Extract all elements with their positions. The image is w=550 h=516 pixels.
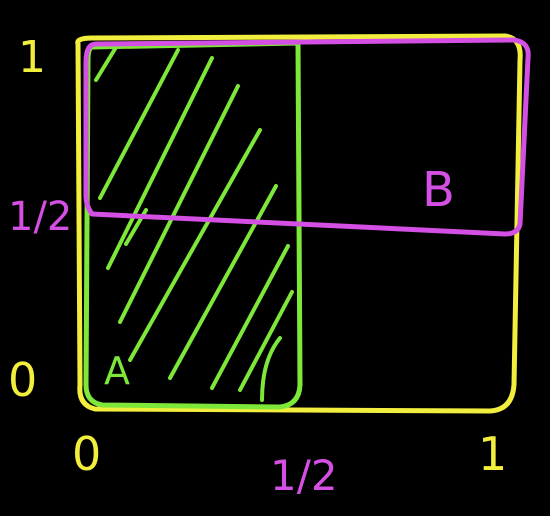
x-axis-label-left: 0 (72, 427, 101, 481)
region-a-label: A (104, 349, 130, 393)
x-axis-label-right: 1 (478, 427, 507, 481)
region-b-label: B (422, 162, 455, 218)
unit-square-outline (75, 33, 523, 414)
y-axis-label-top: 1 (18, 32, 46, 83)
y-axis-label-mid: 1/2 (8, 194, 72, 240)
x-axis-label-mid: 1/2 (270, 451, 338, 500)
region-b-outline (83, 37, 531, 237)
y-axis-label-bottom: 0 (8, 353, 37, 407)
